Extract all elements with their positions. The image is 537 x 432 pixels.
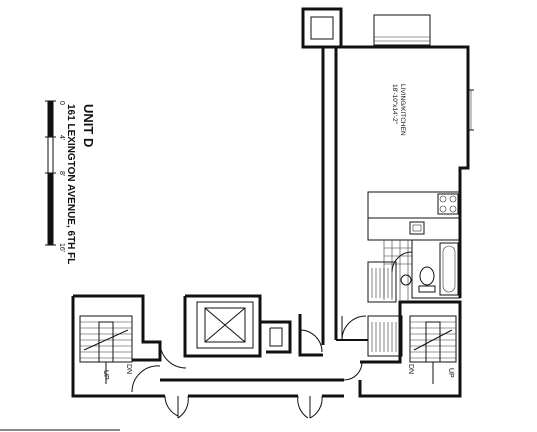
scale-tick-8: 8' (58, 171, 65, 176)
unit-address: 161 LEXINGTON AVENUE, 6TH FL (65, 104, 76, 264)
unit-title: UNIT D (81, 104, 96, 147)
stair-left-up-label: UP (102, 370, 109, 380)
bathroom (391, 239, 461, 299)
stair-left-dn-label: DN (125, 364, 132, 374)
bathtub-icon (439, 242, 459, 296)
elevator-core (130, 294, 363, 419)
kitchen-sink-icon (409, 221, 425, 235)
toilet-icon (419, 266, 435, 286)
room-name-living-kitchen: LIVING/KITCHEN (399, 84, 406, 136)
stair-left (71, 294, 187, 398)
stair-right-up-label: UP (447, 368, 454, 378)
stair-right-dn-label: DN (407, 364, 414, 374)
stove-icon (437, 193, 459, 215)
stair-right (358, 300, 462, 398)
closets (336, 261, 403, 357)
bath-sink-icon (400, 274, 412, 286)
scale-tick-4: 4' (58, 135, 65, 140)
kitchen (367, 191, 461, 300)
scale-tick-16: 16' (58, 243, 65, 252)
room-dims-living-kitchen: 18'-10"x14'-2" (391, 84, 398, 125)
scale-tick-0: 0 (58, 101, 65, 105)
scale-bar (45, 100, 56, 246)
